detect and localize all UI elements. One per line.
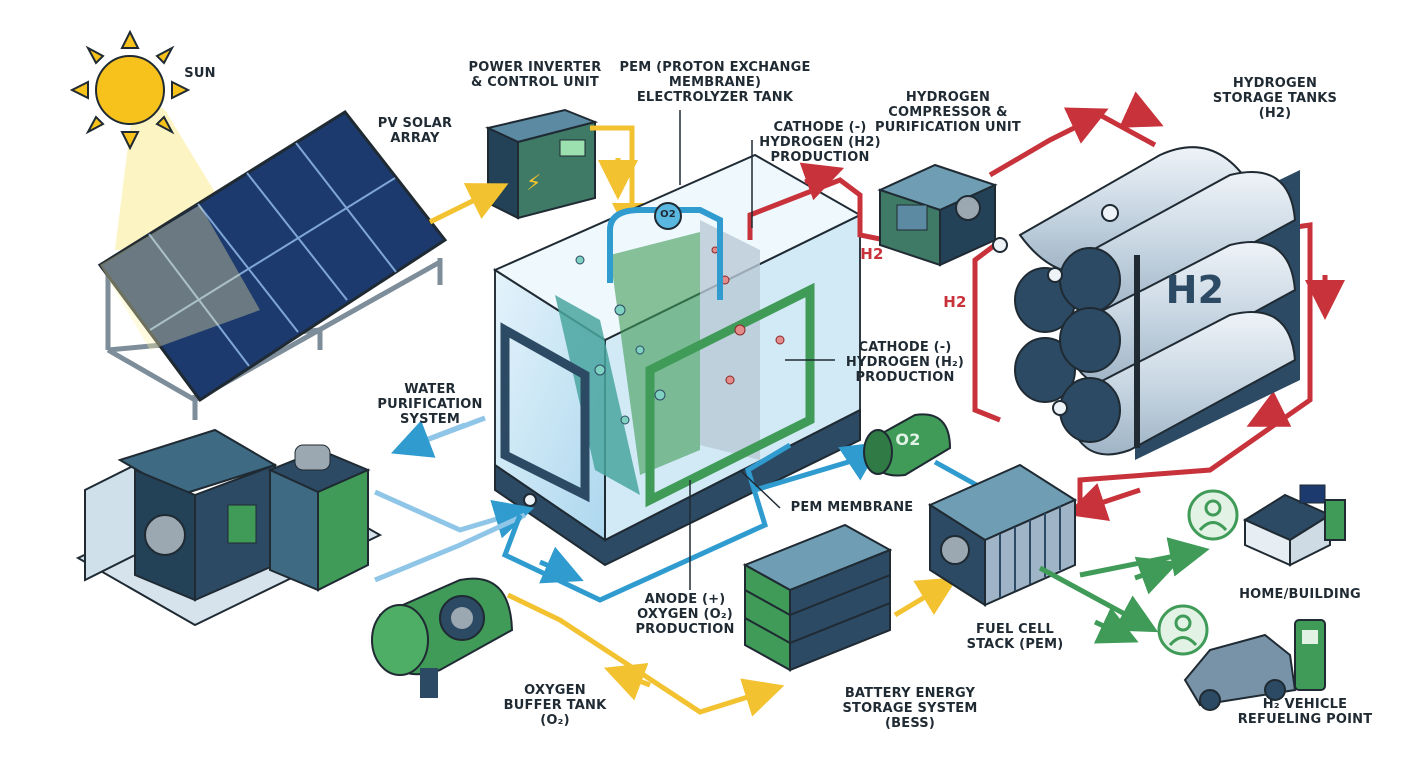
h2-pipe-label-compressor: H2: [860, 245, 884, 263]
label-pem-electrolyzer: PEM (PROTON EXCHANGE MEMBRANE) ELECTROLY…: [619, 60, 811, 105]
output-flow-lines: [1038, 537, 1210, 644]
o2-tank: [863, 413, 952, 477]
power-inverter-unit: ⚡: [484, 108, 599, 220]
label-vehicle-refueling: H₂ VEHICLE REFUELING POINT: [1237, 697, 1373, 727]
o2-badge-label: O2: [660, 209, 676, 220]
label-battery-bess: BATTERY ENERGY STORAGE SYSTEM (BESS): [842, 686, 978, 731]
label-pv-solar-array: PV SOLAR ARRAY: [377, 116, 453, 146]
h2-tank-label: H2: [1165, 268, 1225, 312]
label-anode: ANODE (+) OXYGEN (O₂) PRODUCTION: [635, 592, 735, 637]
vehicle-refueling-icon: [1157, 604, 1326, 711]
label-fuel-cell-stack: FUEL CELL STACK (PEM): [966, 622, 1064, 652]
label-pem-membrane: PEM MEMBRANE: [790, 500, 914, 515]
hydrogen-flow-lines: [747, 91, 1345, 522]
home-building-icon: [1187, 484, 1346, 567]
o2-badge-icon: [654, 202, 682, 230]
label-water-purification: WATER PURIFICATION SYSTEM: [377, 382, 483, 427]
oxygen-buffer-tank: [371, 577, 514, 698]
water-purification-system: [75, 428, 383, 627]
label-hydrogen-storage: HYDROGEN STORAGE TANKS (H2): [1212, 76, 1338, 121]
pem-electrolyzer-tank: [492, 153, 863, 567]
label-cathode-mid: CATHODE (-) HYDROGEN (H₂) PRODUCTION: [845, 340, 965, 385]
label-oxygen-buffer-tank: OXYGEN BUFFER TANK (O₂): [503, 683, 607, 728]
h2-pipe-label-storage: H2: [943, 293, 967, 311]
label-hydrogen-compressor: HYDROGEN COMPRESSOR & PURIFICATION UNIT: [875, 90, 1021, 135]
label-sun: SUN: [184, 66, 216, 81]
fuel-cell-stack: [927, 463, 1078, 607]
pv-solar-array: [97, 110, 448, 420]
label-power-inverter: POWER INVERTER & CONTROL UNIT: [468, 60, 602, 90]
label-cathode-top: CATHODE (-) HYDROGEN (H2) PRODUCTION: [759, 120, 881, 165]
hydrogen-compressor-unit: [877, 163, 998, 267]
power-flow-lines: [428, 125, 958, 717]
label-home-building: HOME/BUILDING: [1239, 587, 1361, 602]
svg-text:⚡: ⚡: [526, 171, 541, 196]
battery-energy-storage: [742, 523, 893, 672]
o2-tank-label: O2: [895, 430, 921, 449]
hydrogen-storage-tanks: [992, 146, 1300, 460]
